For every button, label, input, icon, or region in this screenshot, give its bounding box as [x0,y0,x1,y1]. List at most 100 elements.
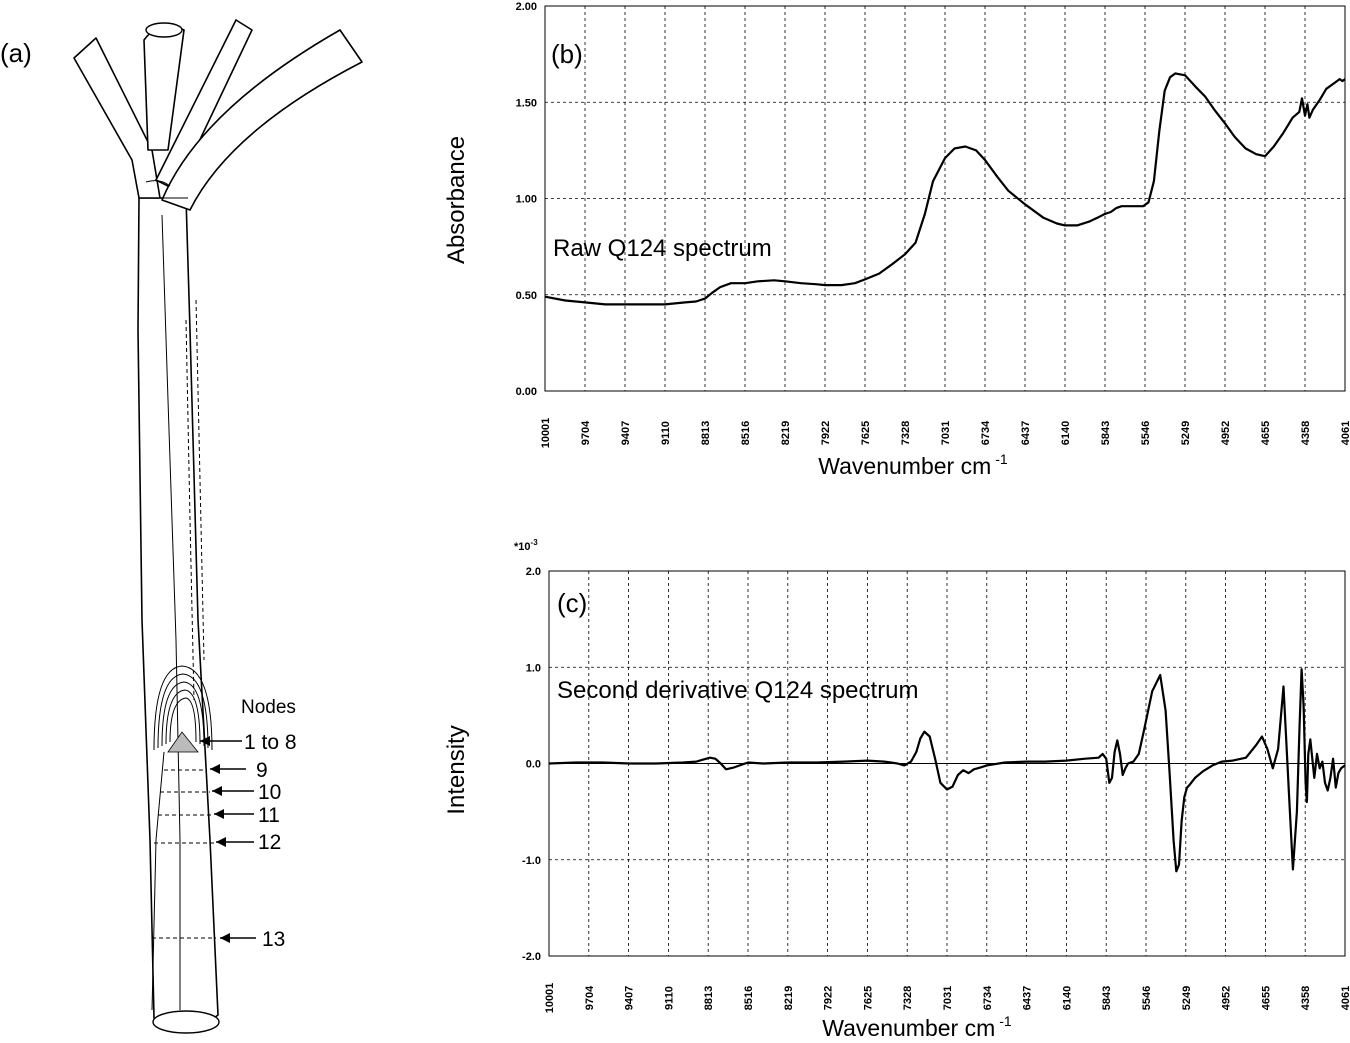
y-tick-label: -1.0 [522,855,541,867]
x-tick-label: 4061 [1340,421,1350,445]
x-tick-label: 10001 [544,983,556,1014]
apex-ring-1 [153,665,213,751]
nodes-title: Nodes [241,697,296,718]
inner-sheath-edge [151,751,165,1011]
apex-ring-5 [169,697,197,743]
node-label-1-8: 1 to 8 [244,731,297,754]
y-tick-label: 0.50 [516,290,537,302]
panel-b-label: (b) [551,39,583,69]
x-tick-label: 4358 [1300,986,1312,1010]
x-tick-label: 5843 [1100,421,1112,445]
arrowhead-node-12 [216,837,226,847]
node-label-12: 12 [258,831,281,854]
arrowhead-node-9 [210,764,220,774]
node-label-11: 11 [258,804,280,827]
y-tick-label: 2.00 [516,1,537,13]
apex-tip [167,731,199,753]
x-tick-label: 4952 [1221,986,1233,1010]
x-tick-label: 10001 [540,418,552,449]
panel-c-label: (c) [557,588,587,618]
x-tick-label: 6437 [1022,986,1034,1010]
x-tick-label: 4655 [1260,986,1272,1010]
node-label-9: 9 [256,759,268,782]
y-multiplier-c-sup: -3 [531,538,539,547]
x-axis-label-b: Wavenumber cm-1 [818,451,1008,479]
x-tick-label: 9704 [580,420,592,445]
x-axis-label-c: Wavenumber cm-1 [822,1013,1012,1041]
node-arrows [200,736,256,943]
x-tick-label: 9110 [663,986,675,1010]
panel-a: (a) [0,19,363,1034]
x-tick-label: 4061 [1340,986,1350,1010]
apex-ring-2 [157,673,209,749]
apex-ring-3 [161,681,205,747]
chart-second-derivative: -2.0 -1.0 0.0 1.0 2.0 10001 9704 9407 9110 8813 8… [443,538,1350,1041]
x-tick-label: 9407 [620,421,632,445]
x-tick-label: 5546 [1141,986,1153,1010]
node-label-13: 13 [262,928,285,951]
arrowhead-node-11 [214,809,224,819]
panel-a-label: (a) [0,38,32,68]
x-tick-label: 6734 [982,985,994,1010]
y-tick-label: 2.0 [526,566,541,578]
y-tick-label: 0.00 [516,386,537,398]
y-multiplier-c: *10-3 [514,538,538,553]
x-tick-label: 4358 [1300,421,1312,445]
stalk-body [137,197,219,1030]
y-tick-label: 1.50 [516,97,537,109]
x-axis-label-c-text: Wavenumber cm [822,1015,995,1041]
x-axis-label-c-sup: -1 [999,1013,1012,1029]
apical-rings [151,665,216,1011]
x-axis-label-b-sup: -1 [995,451,1008,467]
arrowhead-nodes-1-8 [200,736,210,746]
x-tick-label: 9110 [660,421,672,445]
y-tick-label: -2.0 [522,951,541,963]
x-tick-label: 5843 [1101,986,1113,1010]
x-tick-label: 5249 [1181,986,1193,1010]
x-tick-label: 8813 [703,986,715,1010]
node-ring-top [145,180,171,187]
x-tick-label: 9704 [584,985,596,1010]
x-tick-label: 9407 [624,986,636,1010]
x-tick-label: 7922 [820,421,832,445]
grid-b [545,6,1345,391]
y-tick-label: 0.0 [526,759,541,771]
arrowhead-node-10 [212,786,222,796]
x-tick-label: 8516 [740,421,752,445]
x-tick-label: 7031 [940,421,952,445]
y-tick-label: 1.0 [526,662,541,674]
x-tick-label: 6437 [1020,421,1032,445]
x-tick-label: 5249 [1180,421,1192,445]
x-axis-label-b-text: Wavenumber cm [818,453,991,479]
y-multiplier-c-text: *10 [514,541,531,553]
x-tick-label: 4952 [1220,421,1232,445]
x-tick-label: 6734 [980,420,992,445]
branch-right-outer [161,29,363,211]
x-tick-label: 6140 [1060,421,1072,445]
stalk-illustration [73,19,363,1034]
annotation-raw-spectrum: Raw Q124 spectrum [553,235,772,262]
x-tick-label: 7922 [823,986,835,1010]
x-tick-label: 7328 [902,986,914,1010]
plot-frame-b [544,5,1346,392]
sheath-line [161,214,181,1010]
arrowhead-node-13 [220,933,230,943]
x-tick-label: 7328 [900,421,912,445]
x-tick-label: 7625 [862,986,874,1010]
x-tick-label: 7625 [860,421,872,445]
apex-ring-4 [165,689,201,745]
x-tick-label: 8219 [780,421,792,445]
x-tick-label: 8516 [743,986,755,1010]
series-line-raw [544,72,1346,306]
branch-middle [143,24,185,151]
x-tick-label: 7031 [942,986,954,1010]
series-line-second-derivative [548,668,1346,873]
y-ticks-c: -2.0 -1.0 0.0 1.0 2.0 [522,566,541,963]
node-label-10: 10 [258,781,281,804]
annotation-second-derivative: Second derivative Q124 spectrum [557,677,919,704]
x-tick-label: 6140 [1061,986,1073,1010]
y-axis-label-b: Absorbance [443,136,470,264]
